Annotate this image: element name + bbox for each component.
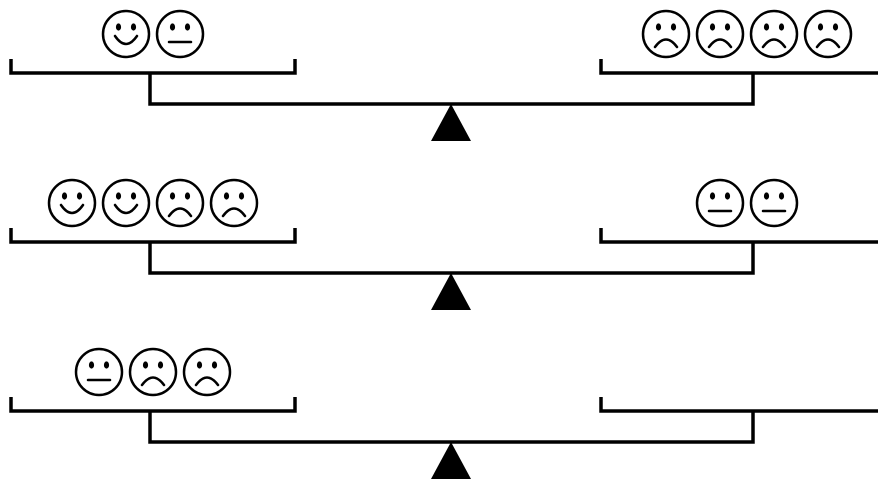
sad-face-icon — [155, 178, 205, 228]
left-pan-faces — [101, 9, 205, 59]
happy-face-icon — [47, 178, 97, 228]
right-pan-faces — [641, 9, 853, 59]
happy-face-icon — [101, 9, 151, 59]
sad-face-icon — [641, 9, 691, 59]
balance-scale — [9, 178, 878, 310]
sad-face-icon — [803, 9, 853, 59]
right-pan — [599, 397, 878, 413]
beam — [148, 73, 755, 106]
neutral-face-icon — [695, 178, 745, 228]
balance-scale — [9, 347, 878, 479]
right-pan — [599, 59, 878, 75]
fulcrum-triangle — [431, 442, 471, 479]
sad-face-icon — [182, 347, 232, 397]
left-pan-faces — [47, 178, 259, 228]
beam — [148, 242, 755, 275]
sad-face-icon — [695, 9, 745, 59]
beam — [148, 411, 755, 444]
right-pan-faces — [695, 178, 799, 228]
left-pan — [9, 397, 297, 413]
neutral-face-icon — [74, 347, 124, 397]
fulcrum-triangle — [431, 273, 471, 310]
left-pan — [9, 59, 297, 75]
left-pan — [9, 228, 297, 244]
right-pan — [599, 228, 878, 244]
fulcrum-triangle — [431, 104, 471, 141]
left-pan-faces — [74, 347, 232, 397]
sad-face-icon — [749, 9, 799, 59]
happy-face-icon — [101, 178, 151, 228]
sad-face-icon — [209, 178, 259, 228]
neutral-face-icon — [155, 9, 205, 59]
sad-face-icon — [128, 347, 178, 397]
balance-scale — [9, 9, 878, 141]
neutral-face-icon — [749, 178, 799, 228]
